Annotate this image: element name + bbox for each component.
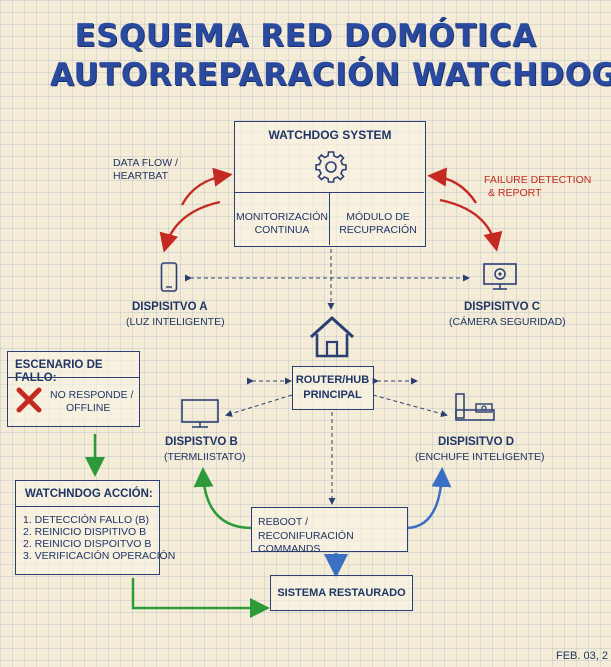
scenario-line-1: NO RESPONDE / (50, 389, 134, 401)
router-hub-box: ROUTER/HUB PRINCIPAL (292, 366, 374, 410)
device-c-name: DISPISITVO C (464, 301, 541, 313)
failure-label-1: FAILURE DETECTION (484, 174, 592, 186)
action-step: 2. REINICIO DISPITIVO B (23, 526, 147, 538)
home-icon (309, 316, 355, 358)
monitoring-label-1: MONITORIZACIÓN (236, 211, 328, 223)
reboot-label-1: REBOOT / (258, 516, 308, 528)
scenario-divider (8, 377, 139, 378)
failure-label-2: & REPORT (488, 187, 542, 199)
action-step: 1. DETECCIÓN FALLO (B) (23, 514, 150, 526)
device-a-name: DISPISITVO A (132, 301, 208, 313)
failure-scenario-box: ESCENARIO DE FALLO: NO RESPONDE / OFFLIN… (7, 351, 140, 427)
device-a-desc: (LUZ INTELIGENTE) (126, 316, 225, 328)
smart-plug-icon (455, 393, 495, 421)
action-divider (16, 506, 159, 507)
device-d-desc: (ENCHUFE INTELIGENTE) (415, 451, 545, 463)
monitoring-label-2: CONTINUA (254, 224, 310, 236)
recovery-label-2: RECUPRACIÓN (339, 224, 417, 236)
watchdog-divider-v (329, 192, 330, 245)
router-label-1: ROUTER/HUB (295, 374, 370, 386)
monitor-icon (181, 399, 219, 428)
title-line-2: AUTORREPARACIÓN WATCHDOG (50, 57, 611, 93)
recovery-label-1: MÓDULO DE (346, 211, 410, 223)
device-d-name: DISPISITVO D (438, 436, 515, 448)
action-step: 2. REINICIO DISPOITVO B (23, 538, 152, 550)
device-b-desc: (TERMLIISTATO) (164, 451, 246, 463)
smartphone-icon (160, 262, 178, 292)
scenario-line-2: OFFLINE (66, 402, 111, 414)
system-restored-box: SISTEMA RESTAURADO (270, 575, 413, 611)
reboot-label-2: RECONIFURACIÓN COMMANDS (258, 530, 354, 555)
gear-icon (315, 151, 347, 183)
data-flow-label-1: DATA FLOW / (113, 157, 178, 169)
title-line-1: ESQUEMA RED DOMÓTICA (74, 18, 537, 54)
watchdog-title: WATCHDOG SYSTEM (268, 128, 392, 142)
watchdog-system-box: WATCHDOG SYSTEM MONITORIZACIÓN CONTINUA … (234, 121, 426, 247)
data-flow-label-2: HEARTBAT (113, 170, 169, 182)
scenario-title: ESCENARIO DE FALLO: (15, 359, 103, 384)
watchdog-action-box: WATCHNDOG ACCIÓN: 1. DETECCIÓN FALLO (B)… (15, 480, 175, 575)
camera-icon (483, 263, 517, 290)
device-c-desc: (CÁMERA SEGURIDAD) (449, 316, 566, 328)
device-b-name: DISPISTVO B (165, 436, 238, 448)
date-label: FEB. 03, 2 (556, 650, 608, 662)
reboot-commands-box: REBOOT / RECONIFURACIÓN COMMANDS (251, 507, 408, 555)
router-label-2: PRINCIPAL (303, 389, 362, 401)
action-step: 3. VERIFICACIÓN OPERACIÓN (23, 550, 176, 562)
restored-label: SISTEMA RESTAURADO (277, 587, 406, 599)
error-x-icon (16, 387, 42, 413)
action-title: WATCHNDOG ACCIÓN: (25, 488, 153, 500)
